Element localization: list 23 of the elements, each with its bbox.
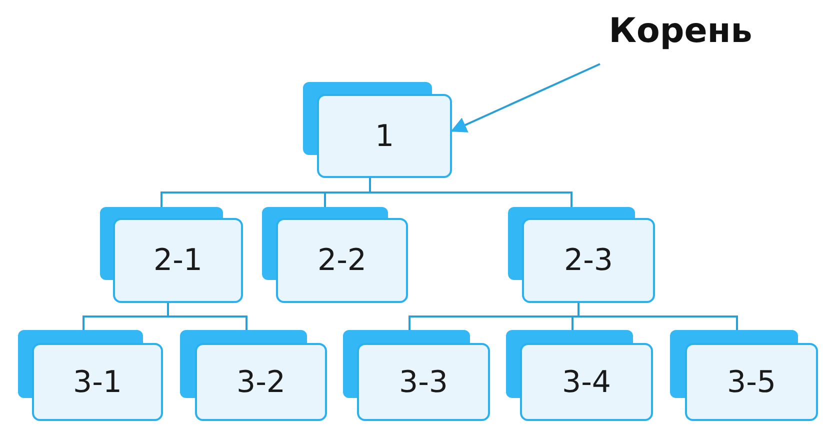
stacked-card bbox=[262, 207, 408, 303]
node-label: 1 bbox=[317, 94, 452, 178]
node-label: 3-2 bbox=[195, 343, 327, 421]
stacked-card bbox=[100, 207, 243, 303]
node-label: 2-2 bbox=[276, 218, 408, 303]
connector-line bbox=[578, 303, 738, 330]
stacked-card bbox=[670, 330, 818, 421]
connector-line bbox=[369, 178, 572, 207]
arrow bbox=[450, 63, 600, 132]
callout-label: Корень bbox=[598, 8, 763, 54]
stacked-card bbox=[506, 330, 653, 421]
stacked-card bbox=[180, 330, 327, 421]
stacked-card bbox=[18, 330, 163, 421]
node-label: 2-1 bbox=[113, 218, 243, 303]
node-label: 2-3 bbox=[522, 218, 655, 303]
node-label: 3-5 bbox=[685, 343, 818, 421]
node-label: 3-1 bbox=[32, 343, 163, 421]
stacked-card bbox=[343, 330, 490, 421]
connector-line bbox=[167, 303, 248, 330]
stacked-card bbox=[303, 82, 452, 178]
stacked-card bbox=[508, 207, 655, 303]
node-label: 3-4 bbox=[520, 343, 653, 421]
node-label: 3-3 bbox=[357, 343, 490, 421]
